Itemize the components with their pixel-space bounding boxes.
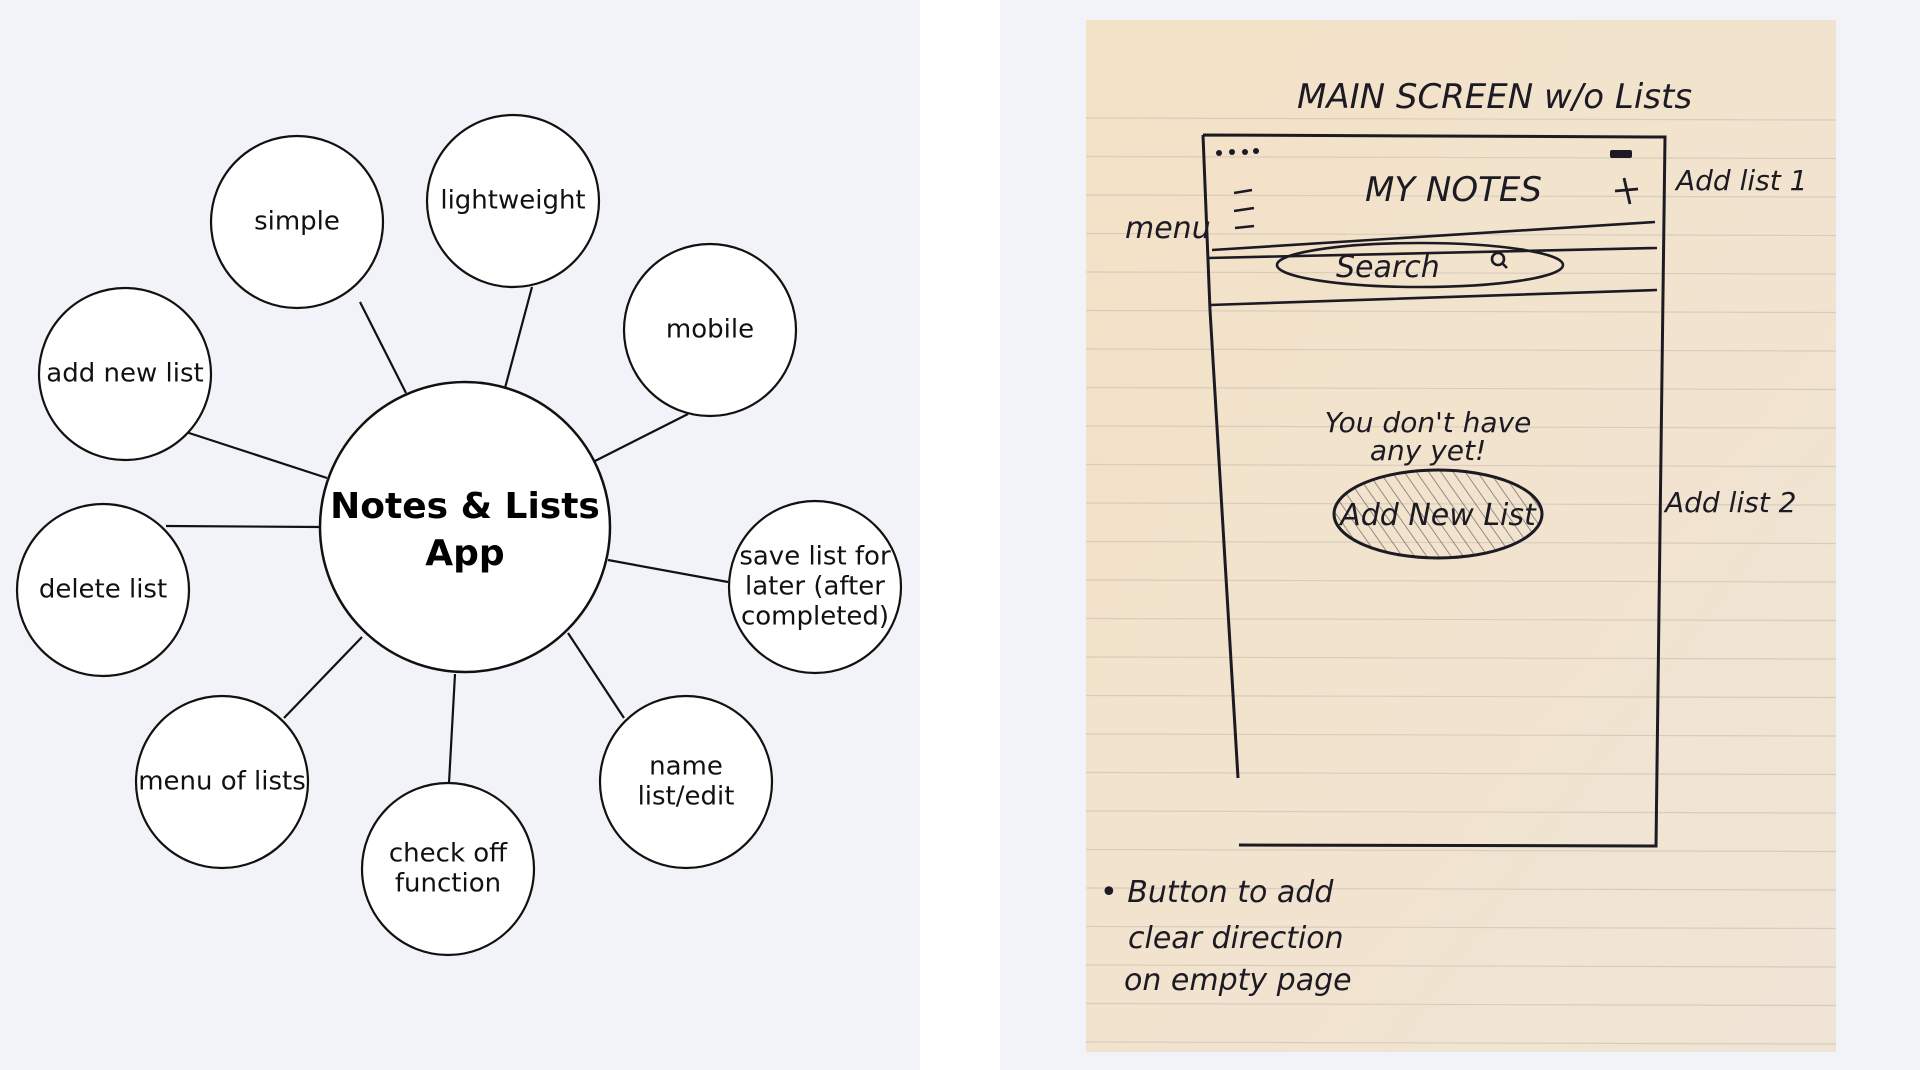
paper-rule	[1085, 848, 1837, 853]
phone-outline	[1201, 133, 1667, 848]
empty-state-line-1: You don't have	[1325, 406, 1532, 439]
node-label-mobile-0: mobile	[666, 315, 754, 345]
menu-annotation: menu	[1125, 211, 1211, 246]
footnote-line-2: clear direction	[1128, 921, 1344, 956]
add-new-list-button-sketch	[1332, 468, 1544, 560]
paper-rule	[1085, 810, 1837, 814]
mindmap-panel: simple lightweight mobile add new list delet…	[0, 0, 920, 1070]
edge-save-list	[607, 558, 729, 584]
plus-icon	[1614, 177, 1639, 205]
node-label-menu-of-lists-0: menu of lists	[138, 767, 306, 797]
paper-rule	[1085, 1002, 1837, 1007]
node-simple: simple	[209, 134, 385, 310]
node-mobile: mobile	[622, 242, 798, 418]
edge-mobile	[594, 413, 689, 462]
hamburger-menu-icon	[1233, 188, 1255, 230]
paper-rule	[1085, 656, 1837, 660]
search-pill	[1275, 241, 1565, 289]
footnote-line-1: • Button to add	[1100, 875, 1334, 910]
mindmap-hub: Notes & Lists App	[318, 380, 612, 674]
node-label-delete-list-0: delete list	[39, 575, 167, 605]
sketch-panel: MAIN SCREEN w/o Lists menu MY NOTES Add …	[1000, 0, 1920, 1070]
node-circle-delete-list	[15, 502, 191, 678]
sketch-photo: MAIN SCREEN w/o Lists menu MY NOTES Add …	[1085, 20, 1837, 1052]
add-new-list-button-label: Add New List	[1338, 498, 1537, 533]
edge-simple	[359, 301, 407, 394]
header-divider-lines	[1207, 220, 1658, 307]
node-add-new-list: add new list	[37, 286, 213, 462]
node-label-name-list-edit-1: list/edit	[638, 782, 735, 812]
node-circle-mobile	[622, 242, 798, 418]
search-icon	[1490, 251, 1508, 269]
paper-rule	[1085, 271, 1837, 275]
paper-rule	[1085, 155, 1837, 160]
status-bar-icon	[1216, 148, 1632, 158]
node-circle-check-off	[360, 781, 536, 957]
node-label-check-off-0: check off	[389, 839, 508, 869]
node-circle-menu-of-lists	[134, 694, 310, 870]
node-circle-lightweight	[425, 113, 601, 289]
paper-rule	[1085, 386, 1837, 391]
hub-label-line-2: App	[425, 533, 504, 574]
hub-circle	[318, 380, 612, 674]
node-lightweight: lightweight	[425, 113, 601, 289]
node-circle-simple	[209, 134, 385, 310]
node-label-check-off-1: function	[395, 869, 501, 899]
node-label-save-list-1: later (after	[745, 572, 885, 602]
paper-rule	[1085, 964, 1837, 968]
hub-label-line-1: Notes & Lists	[330, 486, 600, 527]
node-label-save-list-0: save list for	[739, 542, 891, 572]
paper-rule	[1085, 925, 1837, 930]
edge-delete-list	[165, 524, 321, 529]
empty-state-line-2: any yet!	[1370, 434, 1486, 467]
node-label-name-list-edit-0: name	[649, 752, 723, 782]
paper-rule	[1085, 194, 1837, 198]
node-circle-add-new-list	[37, 286, 213, 462]
paper-rule	[1085, 579, 1837, 583]
node-circle-name-list-edit	[598, 694, 774, 870]
node-label-simple-0: simple	[254, 207, 340, 237]
add-list-1-annotation: Add list 1	[1674, 164, 1807, 197]
mindmap-nodes: simple lightweight mobile add new list delet…	[15, 113, 903, 957]
header-title: MY NOTES	[1365, 170, 1542, 210]
node-label-add-new-list-0: add new list	[46, 359, 203, 389]
paper-rule	[1085, 463, 1837, 468]
paper-rule	[1085, 617, 1837, 622]
mindmap-diagram: simple lightweight mobile add new list delet…	[15, 113, 903, 957]
paper-rule	[1085, 1041, 1837, 1045]
paper-rule	[1085, 694, 1837, 699]
node-label-lightweight-0: lightweight	[440, 186, 585, 216]
node-circle-save-list	[727, 499, 903, 675]
mindmap-edges	[165, 286, 729, 784]
edge-name-list-edit	[567, 632, 625, 719]
edge-menu-of-lists	[283, 636, 363, 719]
edge-check-off	[447, 673, 457, 784]
paper-rule	[1085, 117, 1837, 121]
node-delete-list: delete list	[15, 502, 191, 678]
paper-rule	[1085, 733, 1837, 737]
paper-rule	[1085, 425, 1837, 429]
paper-rule	[1085, 887, 1837, 891]
add-list-2-annotation: Add list 2	[1663, 486, 1796, 519]
edge-add-new-list	[185, 430, 328, 480]
edge-lightweight	[503, 286, 534, 389]
search-label: Search	[1336, 250, 1440, 285]
sketch-title: MAIN SCREEN w/o Lists	[1297, 77, 1692, 117]
footnote-line-3: on empty page	[1124, 963, 1352, 998]
node-label-save-list-2: completed)	[741, 602, 889, 632]
node-menu-of-lists: menu of lists	[134, 694, 310, 870]
paper-rule	[1085, 771, 1837, 776]
